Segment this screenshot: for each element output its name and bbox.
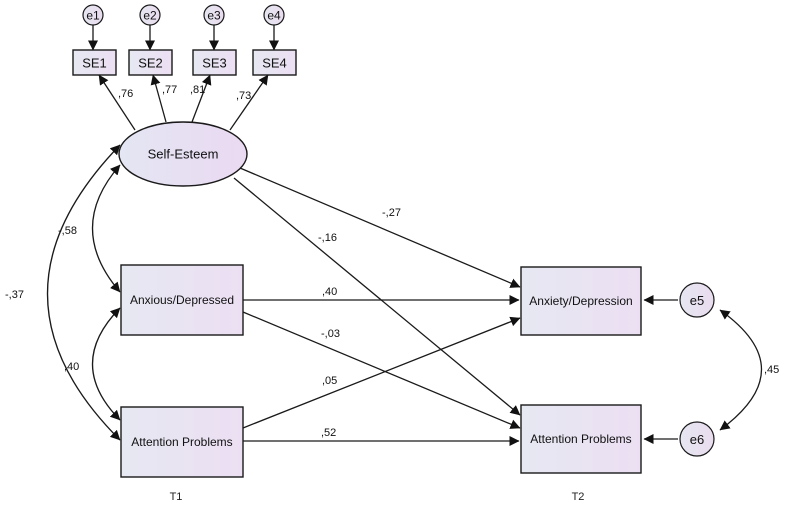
indicator-label-se3: SE3 xyxy=(202,56,227,71)
loading-arrow-se4 xyxy=(229,74,269,131)
cov-se-attention xyxy=(46,144,121,441)
box-anxiety-depression-t2: Anxiety/Depression xyxy=(520,266,642,336)
coef-attention-anxiety-t2: ,05 xyxy=(322,375,337,387)
box-attention-problems-t1: Attention Problems xyxy=(120,406,244,478)
error-label-e2: e2 xyxy=(143,9,157,23)
loading-label-se2: ,77 xyxy=(162,84,177,96)
indicator-label-se2: SE2 xyxy=(138,56,163,71)
error-node-e3: e3 xyxy=(203,4,225,26)
coef-se-attention-t2: -,16 xyxy=(318,232,337,244)
time-label-t1: T1 xyxy=(170,491,183,503)
path-attention-anxiety-t2 xyxy=(242,316,521,429)
box-attention-problems-t2: Attention Problems xyxy=(520,404,642,474)
label-attention-problems-t1: Attention Problems xyxy=(131,435,232,449)
corr-se-attention: -,37 xyxy=(5,289,24,301)
error-label-e1: e1 xyxy=(86,9,100,23)
cov-anxious-attention xyxy=(91,307,121,421)
path-se-anxiety-t2 xyxy=(239,167,521,288)
coef-anxious-anxiety-t2: ,40 xyxy=(322,286,337,298)
label-anxious-depressed-t1: Anxious/Depressed xyxy=(130,293,234,307)
coef-attention-attention-t2: ,52 xyxy=(321,427,336,439)
cov-e5-e6 xyxy=(719,309,763,431)
time-label-t2: T2 xyxy=(572,491,585,503)
loading-arrow-se3 xyxy=(191,74,212,123)
indicator-box-se4: SE4 xyxy=(252,49,297,76)
label-attention-problems-t2: Attention Problems xyxy=(530,432,631,446)
error-label-e3: e3 xyxy=(207,9,221,23)
corr-e5-e6: ,45 xyxy=(764,364,779,376)
box-anxious-depressed-t1: Anxious/Depressed xyxy=(120,264,244,336)
loading-label-se4: ,73 xyxy=(236,90,251,102)
coef-se-anxiety-t2: -,27 xyxy=(382,207,401,219)
error-node-e6: e6 xyxy=(679,421,715,457)
indicator-box-se3: SE3 xyxy=(192,49,237,76)
error-node-e4: e4 xyxy=(263,4,285,26)
latent-self-esteem: Self-Esteem xyxy=(118,121,248,187)
cov-se-anxious xyxy=(92,164,121,293)
label-anxiety-depression-t2: Anxiety/Depression xyxy=(529,294,632,308)
loading-arrow-se2 xyxy=(150,74,167,123)
error-node-e1: e1 xyxy=(82,4,104,26)
error-label-e6: e6 xyxy=(690,432,704,447)
corr-se-anxious: -,58 xyxy=(58,225,77,237)
indicator-box-se1: SE1 xyxy=(72,49,117,76)
indicator-label-se4: SE4 xyxy=(262,56,287,71)
error-node-e2: e2 xyxy=(139,4,161,26)
loading-arrow-se1 xyxy=(98,74,136,131)
loading-label-se3: ,81 xyxy=(190,84,205,96)
path-anxious-attention-t2 xyxy=(242,311,521,429)
loading-label-se1: ,76 xyxy=(118,88,133,100)
error-label-e5: e5 xyxy=(690,293,704,308)
error-node-e5: e5 xyxy=(679,282,715,318)
error-label-e4: e4 xyxy=(267,9,281,23)
indicator-box-se2: SE2 xyxy=(128,49,173,76)
indicator-label-se1: SE1 xyxy=(82,56,107,71)
coef-anxious-attention-t2: -,03 xyxy=(321,328,340,340)
path-se-attention-t2 xyxy=(233,177,521,416)
corr-anxious-attention: ,40 xyxy=(64,361,79,373)
latent-label-self-esteem: Self-Esteem xyxy=(148,147,219,162)
